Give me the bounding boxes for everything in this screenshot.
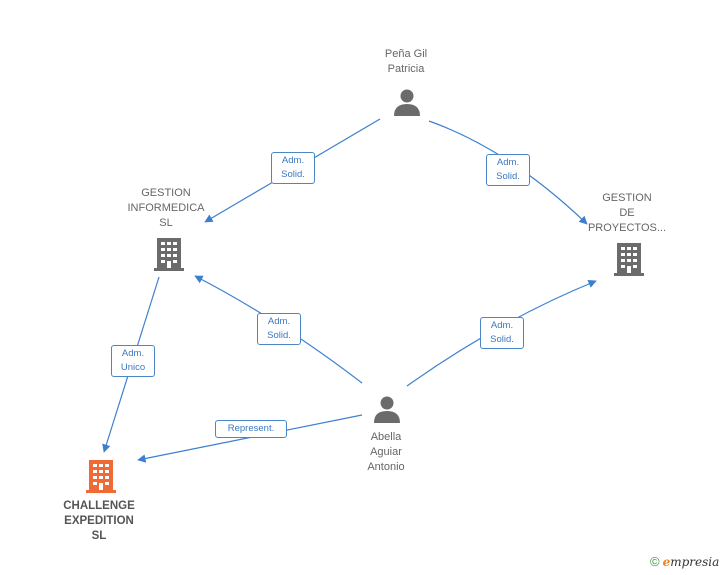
name-line: Aguiar [370,446,402,458]
name-line: SL [91,530,107,542]
node-gestion-proyectos-label[interactable]: GESTION DE PROYECTOS... [577,191,677,236]
node-challenge-expedition-label[interactable]: CHALLENGE EXPEDITION SL [44,499,154,544]
name-line: EXPEDITION [64,515,134,527]
edge-label-line: Solid. [281,169,305,180]
name-line: GESTION [141,187,191,199]
name-line: Patricia [387,63,425,75]
edge-label-line: Represent. [227,423,275,434]
edge-label-line: Adm. [267,316,291,327]
edge-label-line: Adm. [121,348,145,359]
name-line: Peña Gil [384,48,428,60]
name-line: PROYECTOS... [587,222,667,234]
building-icon[interactable] [153,236,185,272]
edge-label-line: Adm. [490,320,514,331]
name-line: DE [619,207,635,219]
edge-label-line: Adm. [496,157,520,168]
edge-label-abella-informedica[interactable]: Adm. Solid. [257,313,301,345]
edge-label-line: Solid. [267,330,291,341]
name-line: CHALLENGE [63,500,135,512]
node-pena-gil-label[interactable]: Peña Gil Patricia [356,47,456,77]
building-icon[interactable] [613,241,645,277]
copyright-icon: © [650,554,660,569]
name-line: INFORMEDICA [127,202,205,214]
name-line: Abella [370,431,402,443]
name-line: SL [159,217,173,229]
person-icon[interactable] [372,394,402,424]
edge-label-line: Solid. [496,171,520,182]
brand-initial: e [662,555,671,569]
edge-label-pena-proyectos[interactable]: Adm. Solid. [486,154,530,186]
brand-logo: ©empresia [650,554,719,569]
building-icon[interactable] [85,458,117,494]
name-line: Antonio [367,461,405,473]
edge-label-pena-informedica[interactable]: Adm. Solid. [271,152,315,184]
node-gestion-informedica-label[interactable]: GESTION INFORMEDICA SL [116,186,216,231]
edge-label-abella-challenge[interactable]: Represent. [215,420,287,438]
name-line: GESTION [602,192,652,204]
edge-label-abella-proyectos[interactable]: Adm. Solid. [480,317,524,349]
brand-name: mpresia [670,555,720,569]
edge-label-informedica-challenge[interactable]: Adm. Unico [111,345,155,377]
edge-label-line: Adm. [281,155,305,166]
node-abella-aguiar-label[interactable]: Abella Aguiar Antonio [336,430,436,475]
person-icon[interactable] [392,87,422,117]
edge-label-line: Unico [120,362,146,373]
edge-label-line: Solid. [490,334,514,345]
